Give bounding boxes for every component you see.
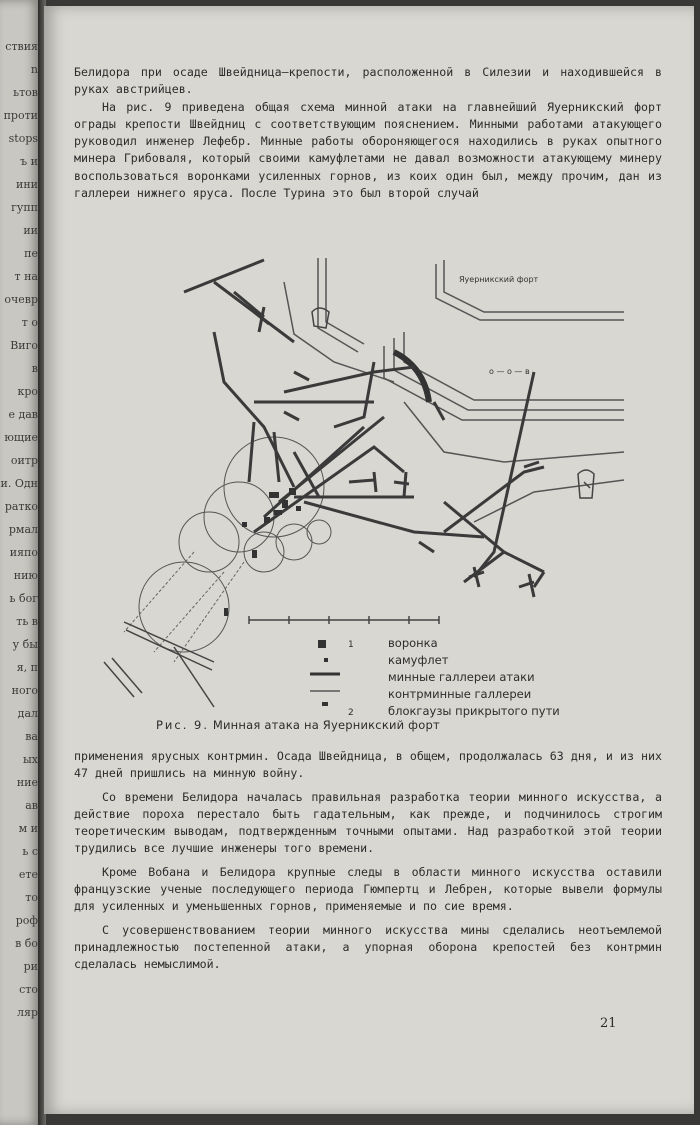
- left-page-fragment: проти: [3, 109, 38, 122]
- fort-label: Яуерникский форт: [459, 275, 539, 284]
- left-page-edge: ствия n ьтов проти stops ъ и ини гупп ии пе т на оч…: [0, 0, 40, 1125]
- legend-label: блокгаузы прикрытого пути: [388, 704, 560, 718]
- legend-label: контрминные галлереи: [388, 687, 532, 701]
- left-page-fragment: в бо: [15, 937, 38, 950]
- left-page-fragment: ь с: [22, 845, 38, 858]
- approach-lines: [123, 551, 245, 663]
- legend-marker: 2: [348, 708, 354, 718]
- left-page-fragment: ть в: [16, 615, 38, 628]
- left-page-fragment: ствия: [5, 40, 38, 53]
- left-page-fragment: ъ и: [20, 155, 38, 168]
- left-page-fragment: у бы: [12, 638, 38, 651]
- left-page-fragment: stops: [8, 132, 38, 145]
- left-page-fragment: рмал: [8, 523, 38, 536]
- left-page-fragment: ние: [16, 776, 38, 789]
- book-page: Белидора при осаде Швейдница—крепости, р…: [44, 6, 694, 1114]
- mine-attack-diagram: Яуерникский форт о — о — в: [103, 258, 625, 708]
- left-page-fragment: и. Одн: [0, 477, 38, 490]
- left-page-fragment: м и: [18, 822, 38, 835]
- body-text-top: Белидора при осаде Швейдница—крепости, р…: [74, 64, 662, 202]
- paragraph: Кроме Вобана и Белидора крупные следы в …: [74, 864, 662, 914]
- left-page-fragment: т на: [14, 270, 38, 283]
- left-page-fragment: сто: [19, 983, 38, 996]
- left-page-fragment: ного: [11, 684, 38, 697]
- left-page-fragment: ри: [23, 960, 38, 973]
- legend-label: минные галлереи атаки: [388, 670, 535, 684]
- left-page-fragment: ва: [25, 730, 38, 743]
- left-page-fragment: очевр: [4, 293, 38, 306]
- paragraph: Белидора при осаде Швейдница—крепости, р…: [74, 65, 662, 97]
- left-page-fragment: гупп: [11, 201, 38, 214]
- caption-label: Рис. 9.: [156, 718, 210, 732]
- left-page-fragment: нию: [13, 569, 38, 582]
- legend-label: воронка: [388, 636, 438, 650]
- legend-label: камуфлет: [388, 653, 449, 667]
- gallery-ends: [253, 306, 540, 598]
- left-page-fragment: Виго: [10, 339, 38, 352]
- body-text-bottom: применения ярусных контрмин. Осада Швейд…: [74, 748, 662, 974]
- fort-outline: [283, 258, 625, 523]
- left-page-fragment: ияпо: [9, 546, 38, 559]
- paragraph: С усовершенствованием теории минного иск…: [74, 922, 662, 972]
- left-page-fragment: ратко: [4, 500, 38, 513]
- legend-marker: 1: [348, 640, 354, 650]
- left-page-fragment: ьтов: [13, 86, 38, 99]
- left-page-fragment: n: [30, 63, 38, 76]
- mine-galleries: [183, 258, 546, 588]
- left-page-fragment: е дав: [8, 408, 38, 421]
- left-page-fragment: т о: [21, 316, 38, 329]
- redoubts: [311, 307, 595, 499]
- bastion-curve: [392, 349, 432, 403]
- left-page-fragment: ь бог: [9, 592, 39, 605]
- left-page-fragment: дал: [17, 707, 38, 720]
- legend-symbols: [310, 640, 340, 706]
- figure-caption: Рис. 9. Минная атака на Яуерникский форт: [156, 718, 576, 732]
- caption-text: Минная атака на Яуерникский форт: [212, 718, 440, 732]
- legend-item: минные галлереи атаки: [348, 670, 535, 684]
- legend-item: контрминные галлереи: [348, 687, 531, 701]
- left-page-fragment: ляр: [17, 1006, 38, 1019]
- paragraph: На рис. 9 приведена общая схема минной а…: [74, 99, 662, 201]
- left-page-fragment: то: [25, 891, 38, 904]
- left-page-fragment: кро: [17, 385, 38, 398]
- left-page-fragment: ете: [18, 868, 38, 881]
- paragraph: Со времени Белидора началась правильная …: [74, 789, 662, 856]
- legend-item: камуфлет: [348, 653, 448, 667]
- left-page-fragment: я, п: [16, 661, 38, 674]
- left-page-fragment: ых: [23, 753, 38, 766]
- left-page-fragment: пе: [24, 247, 38, 260]
- left-page-fragment: роф: [15, 914, 38, 927]
- page-number: 21: [600, 1016, 617, 1031]
- left-page-fragment: в: [31, 362, 38, 375]
- paragraph: применения ярусных контрмин. Осада Швейд…: [74, 749, 662, 781]
- legend-item: 1 воронка: [348, 636, 438, 650]
- left-page-fragment: оитр: [10, 454, 38, 467]
- legend-item: 2 блокгаузы прикрытого пути: [348, 704, 560, 718]
- left-page-fragment: ии: [23, 224, 38, 237]
- book-gutter: [38, 0, 46, 1125]
- left-page-fragment: ав: [25, 799, 38, 812]
- crater-cluster: [224, 488, 301, 616]
- scale-bar: [248, 616, 440, 624]
- path-label: о — о — в: [489, 367, 530, 376]
- approach-trench: [103, 621, 215, 708]
- left-page-fragment: ини: [16, 178, 38, 191]
- left-page-fragment: ющие: [4, 431, 38, 444]
